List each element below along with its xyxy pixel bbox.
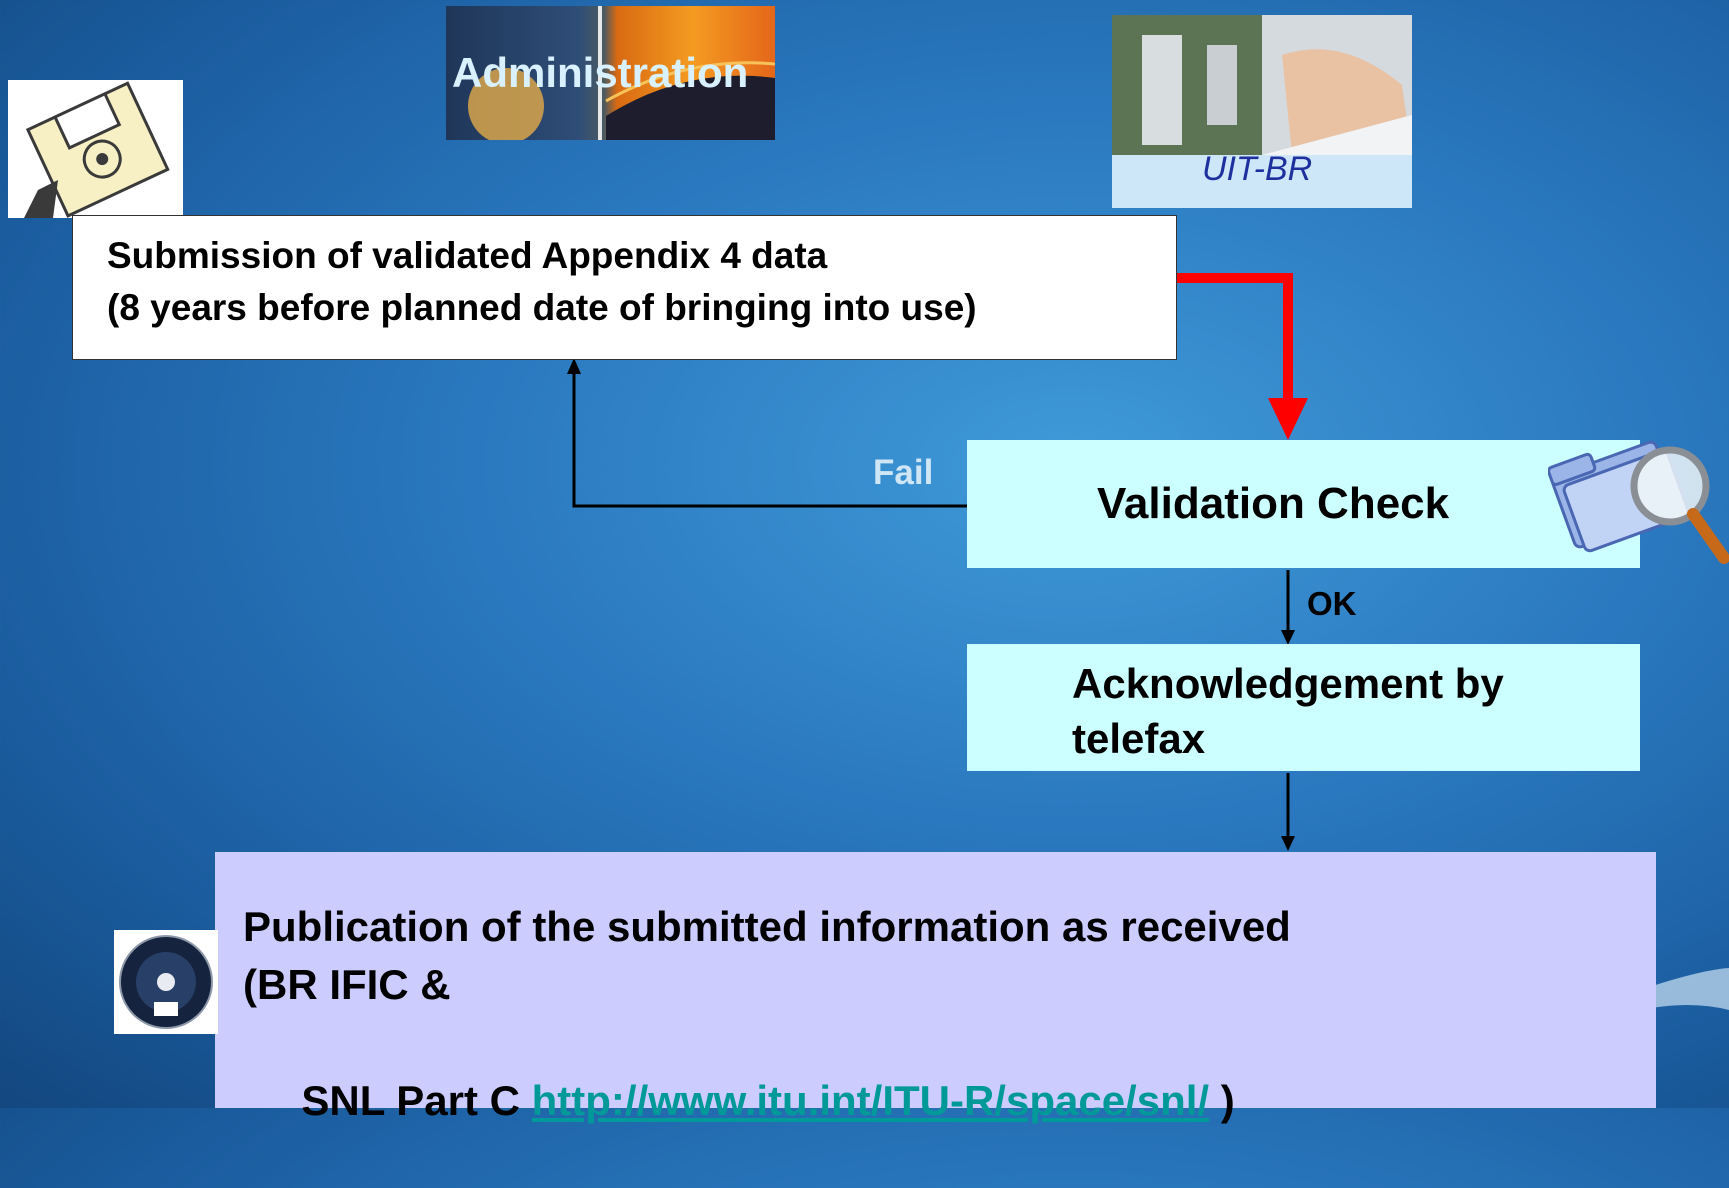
administration-logo: Administration [446,6,775,140]
snl-link[interactable]: http://www.itu.int/ITU-R/space/snl/ [531,1077,1210,1124]
ok-label: OK [1307,585,1357,622]
validation-check-label: Validation Check [1097,479,1450,528]
submission-box: Submission of validated Appendix 4 data … [72,215,1177,360]
administration-logo-art [468,6,775,140]
submission-line-2: (8 years before planned date of bringing… [107,287,977,328]
administration-label: Administration [452,49,749,96]
publication-box: Publication of the submitted information… [215,852,1656,1124]
dvd-disc-art [119,935,213,1029]
connectors [567,273,1729,1010]
publication-line-3-suffix: ) [1209,1077,1235,1124]
uitbr-label: UIT-BR [1202,150,1313,188]
red-flow-arrow [1177,273,1293,402]
pub-arrow-head [1281,836,1295,851]
ok-arrow-head [1281,630,1295,645]
fail-label: Fail [873,453,934,492]
uitbr-photo [1112,15,1412,155]
submission-line-1: Submission of validated Appendix 4 data [107,235,828,276]
dvd-disc-icon [114,930,218,1034]
acknowledgement-line-2: telefax [1072,715,1206,762]
background-swoosh [1640,968,1729,1010]
uitbr-logo: UIT-BR [1112,15,1412,208]
publication-line-1: Publication of the submitted information… [243,903,1291,950]
publication-line-3: SNL Part C http://www.itu.int/ITU-R/spac… [243,1014,1656,1188]
floppy-disk-art [23,81,170,220]
fail-arrow-head [567,358,581,374]
publication-line-2: (BR IFIC & [243,961,451,1008]
folder-magnifier-art [1547,440,1729,564]
acknowledgement-box: Acknowledgement by telefax [967,644,1640,771]
folder-magnifier-icon [1547,418,1729,568]
acknowledgement-line-1: Acknowledgement by [1072,660,1504,707]
fail-feedback-line [572,372,967,508]
publication-line-3-prefix: SNL Part C [289,1077,532,1124]
floppy-disk-icon [8,80,183,220]
red-arrow-head [1268,398,1308,440]
validation-check-box: Validation Check [967,440,1640,568]
